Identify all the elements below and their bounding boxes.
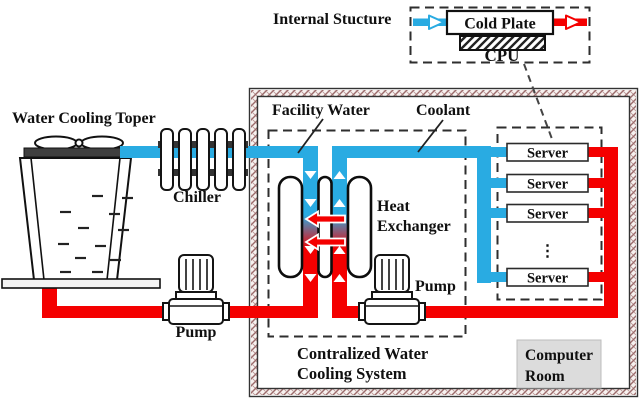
facility-water-pointer <box>297 118 324 154</box>
cooling-tower <box>18 135 133 281</box>
server-rack: Server Server Server ⋮ Server <box>506 142 589 287</box>
cpu-block <box>459 35 546 51</box>
facility-water-label: Facility Water <box>272 102 370 119</box>
server-return-branch-1 <box>587 147 606 157</box>
coolant-supply-pipe <box>332 146 491 158</box>
server-label-3: Server <box>527 207 569 223</box>
indoor-pump-label: Pump <box>415 278 456 295</box>
server-label-4: Server <box>527 271 569 287</box>
cwcs-label-line1: Contralized Water <box>297 344 428 363</box>
server-box-4 <box>506 267 589 287</box>
outdoor-pump-label: Pump <box>176 324 217 341</box>
server-label-1: Server <box>527 146 569 162</box>
cooling-tower-base <box>1 278 161 289</box>
server-box-3 <box>506 203 589 223</box>
coolant-pointer <box>417 119 444 153</box>
server-box-2 <box>506 173 589 193</box>
coolant-supply-manifold <box>477 146 491 283</box>
hx-coolant-channel <box>332 146 347 318</box>
server-return-branch-4 <box>587 272 606 282</box>
server-supply-branch-3 <box>489 208 508 218</box>
server-box-1 <box>506 142 589 162</box>
computer-room-label-line1: Computer <box>525 347 593 364</box>
heat-exchanger-left-plate <box>277 175 304 279</box>
server-label-2: Server <box>527 177 569 193</box>
computer-room-tag: Computer Room <box>516 339 602 389</box>
cold-plate-box <box>445 9 555 36</box>
cooling-tower-label: Water Cooling Toper <box>12 110 156 127</box>
server-supply-branch-2 <box>489 178 508 188</box>
server-supply-branch-1 <box>489 147 508 157</box>
server-return-branch-2 <box>587 178 606 188</box>
cooling-tower-deck <box>23 147 129 158</box>
heat-exchanger-label-line2: Exchanger <box>377 218 451 235</box>
server-supply-branch-4 <box>489 272 508 282</box>
heat-exchanger-middle-plate <box>317 175 333 279</box>
server-ellipsis: ⋮ <box>540 243 556 260</box>
cooling-tower-body <box>18 157 133 281</box>
cpu-label: CPU <box>485 46 520 65</box>
computer-room-label-line2: Room <box>525 368 565 385</box>
server-return-branch-3 <box>587 208 606 218</box>
coolant-label: Coolant <box>416 102 471 119</box>
heat-exchanger-right-plate <box>346 175 373 279</box>
structure-pointer-line <box>523 63 553 140</box>
tower-water-lines <box>58 194 133 274</box>
cwcs-label-line2: Cooling System <box>297 364 407 383</box>
heat-transfer-arrows <box>304 209 346 252</box>
chiller <box>158 128 248 191</box>
cwcs-box <box>267 129 467 338</box>
internal-structure-label: Internal Stucture <box>273 11 391 28</box>
cold-inlet-arrow-icon <box>428 14 445 30</box>
flow-up-arrows <box>333 171 346 282</box>
chiller-label: Chiller <box>173 189 221 206</box>
heat-exchanger-label-line1: Heat <box>377 198 411 215</box>
coolant-return-manifold <box>604 147 618 318</box>
internal-structure-box <box>409 6 591 64</box>
flow-down-arrows <box>304 171 317 282</box>
internal-structure-callout: Cold Plate CPU <box>409 6 591 65</box>
cold-plate-label: Cold Plate <box>464 16 536 33</box>
hot-outlet-arrow-icon <box>565 14 582 30</box>
heat-exchanger <box>277 171 373 282</box>
